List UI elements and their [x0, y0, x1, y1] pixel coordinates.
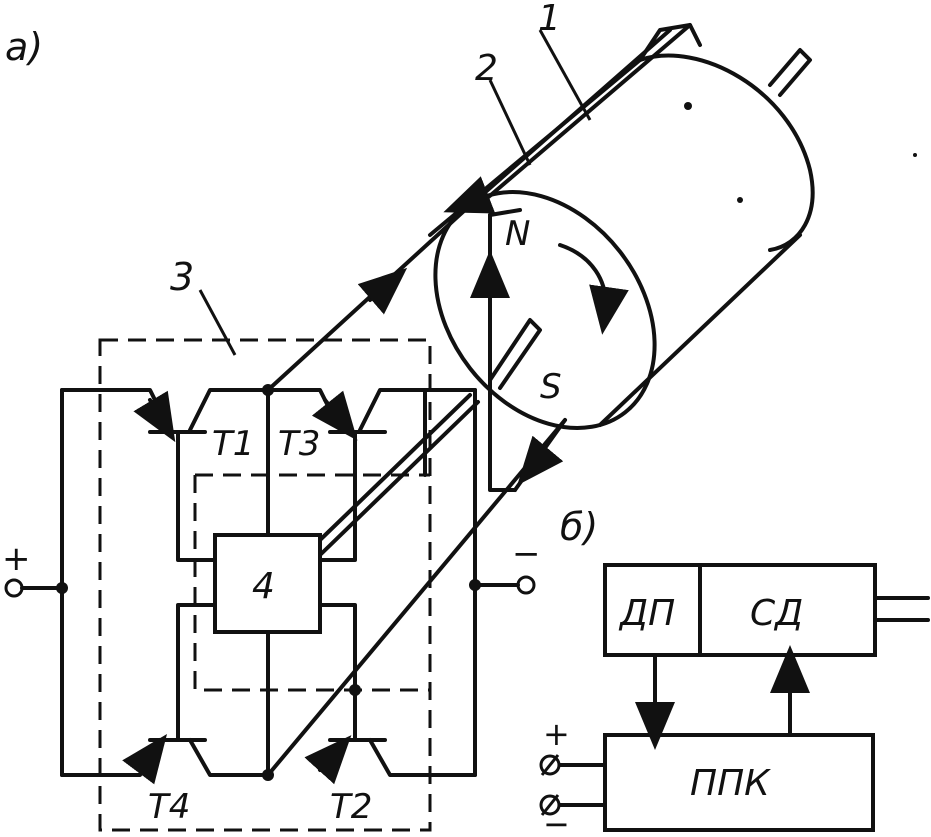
dp-label: ДП: [618, 593, 675, 634]
minus-b-label: −: [543, 805, 570, 837]
transistor-t3-label: T3: [278, 424, 320, 464]
ppk-label: ППК: [690, 763, 771, 804]
callout-line-2: [488, 79, 532, 166]
callout-line-1: [538, 29, 592, 121]
callout-3: 3: [170, 255, 194, 299]
transistor-t1-label: T1: [212, 424, 254, 464]
minus-terminal-label: −: [512, 534, 541, 574]
pole-s-label: S: [540, 367, 562, 407]
plus-terminal-label: +: [2, 539, 31, 579]
callout-2: 2: [475, 48, 498, 89]
sd-label: СД: [750, 593, 803, 634]
label-part-a: а): [5, 25, 43, 69]
label-part-b: б): [560, 505, 598, 549]
pole-n-label: N: [505, 214, 530, 254]
block-4-label: 4: [252, 566, 275, 607]
block-diagram: [539, 563, 930, 832]
transistor-t2-label: T2: [330, 787, 372, 827]
plus-b-label: +: [543, 715, 570, 753]
bridge-circuit: [4, 289, 536, 832]
motor-cylinder: [428, 48, 917, 430]
callout-1: 1: [538, 0, 561, 39]
block-4: [213, 533, 322, 634]
coil-winding: [266, 23, 702, 777]
transistor-t4-label: T4: [148, 787, 190, 827]
